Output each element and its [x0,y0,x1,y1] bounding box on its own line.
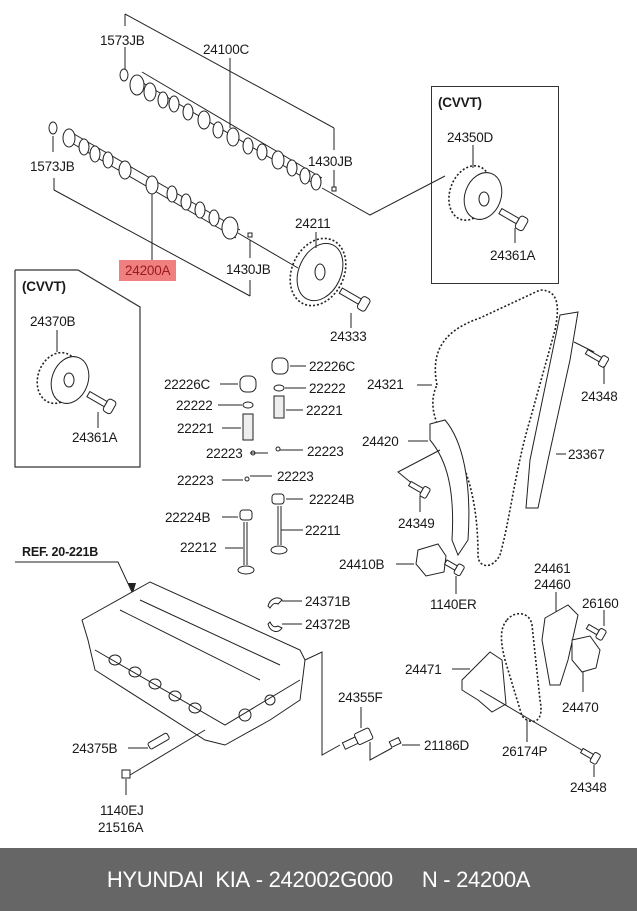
label-26160[interactable]: 26160 [582,596,619,611]
label-24348-top[interactable]: 24348 [581,389,618,404]
cvvt-gear-24350d [448,145,529,243]
label-24350d[interactable]: 24350D [447,130,494,145]
label-24361a-left[interactable]: 24361A [72,430,118,445]
label-22222-left[interactable]: 22222 [176,398,213,413]
footer-brand: HYUNDAI KIA [106,866,250,892]
label-22226c-left[interactable]: 22226C [164,377,211,392]
label-1140ej[interactable]: 1140EJ [100,803,144,818]
label-24349[interactable]: 24349 [398,516,435,531]
label-22222-right[interactable]: 22222 [309,381,346,396]
bearings [267,597,302,632]
label-21186d[interactable]: 21186D [424,738,470,753]
label-22223-a[interactable]: 22223 [206,446,243,461]
label-21516a[interactable]: 21516A [98,820,144,835]
label-22223-b[interactable]: 22223 [307,444,344,459]
label-22224b-right[interactable]: 22224B [309,492,355,507]
diagram-drawing [15,13,610,795]
camshaft-24100c [119,13,446,216]
parts-diagram: 1573JB 24100C 1573JB 1430JB 24200A 1430J… [14,13,619,835]
label-24333[interactable]: 24333 [330,329,367,344]
label-22223-d[interactable]: 22223 [277,469,314,484]
valve-train [218,357,306,575]
label-22223-c[interactable]: 22223 [177,473,214,488]
tensioner-24410b [396,543,465,594]
label-24372b[interactable]: 24372B [305,617,351,632]
label-24460[interactable]: 24460 [534,577,571,592]
label-24471[interactable]: 24471 [405,662,442,677]
label-1573jb-top[interactable]: 1573JB [100,33,145,48]
label-24100c[interactable]: 24100C [203,42,250,57]
footer-separator-1: - [249,866,269,892]
footer-part-number: 242002G000 [268,866,394,892]
cvvt-box-right [431,86,559,284]
label-24370b[interactable]: 24370B [30,314,76,329]
chain-guide-23367 [525,311,610,509]
label-24321[interactable]: 24321 [367,377,404,392]
label-24211[interactable]: 24211 [295,216,331,231]
sprocket-24211 [289,232,371,328]
label-23367[interactable]: 23367 [568,447,605,462]
label-1430jb-top[interactable]: 1430JB [308,154,353,169]
reference-label[interactable]: REF. 20-221B [22,545,99,559]
camshaft-24200a [48,121,299,297]
part-info-footer: HYUNDAI KIA - 242002G000 N - 24200A [0,848,637,911]
label-24200a-highlighted[interactable]: 24200A [119,260,177,281]
label-1140er[interactable]: 1140ER [430,597,477,612]
cvvt-box-left-outline [14,269,141,468]
label-24375b[interactable]: 24375B [72,741,118,756]
footer-gap [393,867,422,893]
label-24470[interactable]: 24470 [562,700,599,715]
label-22212[interactable]: 22212 [180,540,217,555]
label-24420[interactable]: 24420 [362,434,399,449]
oil-control-valve-24355f [341,707,420,761]
footer-n-label: N [421,866,438,892]
label-22211[interactable]: 22211 [305,523,341,538]
label-1573jb-mid[interactable]: 1573JB [30,159,75,174]
label-22221-right[interactable]: 22221 [306,403,343,418]
cvvt-gear-24370b [36,330,117,428]
label-24410b[interactable]: 24410B [339,557,385,572]
label-24348-bottom[interactable]: 24348 [570,780,607,795]
tensioner-arm-24420 [397,419,470,557]
label-24461[interactable]: 24461 [534,561,571,576]
label-24371b[interactable]: 24371B [305,594,351,609]
footer-reference-number: 24200A [456,866,531,892]
label-22226c-right[interactable]: 22226C [309,359,356,374]
label-1430jb-low[interactable]: 1430JB [226,262,271,277]
cvvt-left-title: (CVVT) [22,279,66,294]
oil-pump-drive [452,592,607,777]
cylinder-head [15,561,341,795]
footer-separator-2: - [437,866,457,892]
label-26174p[interactable]: 26174P [502,744,548,759]
label-24361a-right[interactable]: 24361A [490,248,536,263]
cvvt-right-title: (CVVT) [438,95,482,110]
label-24355f[interactable]: 24355F [338,690,383,705]
label-22221-left[interactable]: 22221 [177,421,214,436]
label-22224b-left[interactable]: 22224B [165,510,211,525]
